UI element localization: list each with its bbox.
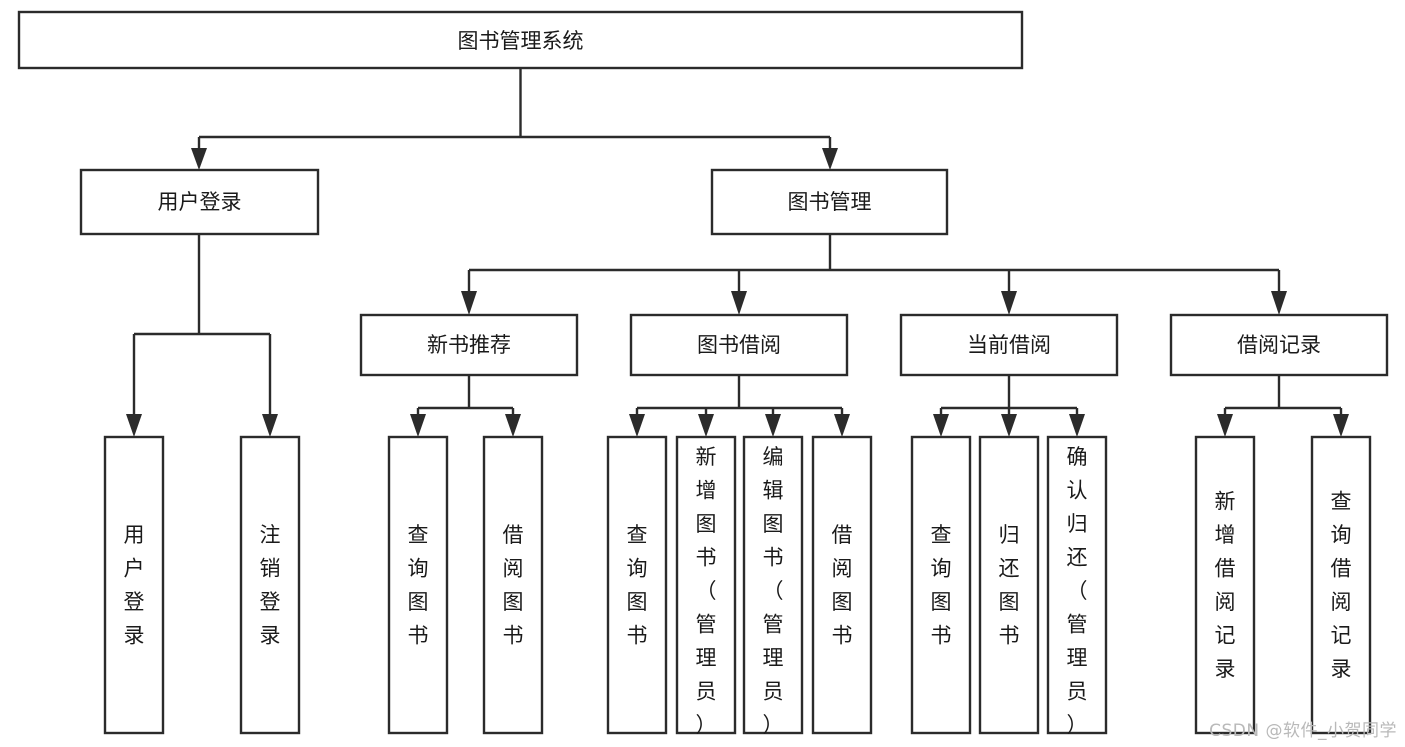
leaf-book-borrow-1[interactable]: 查询图书 bbox=[606, 435, 668, 735]
leaf-new-book-2-label: 借阅图书 bbox=[503, 523, 524, 648]
leaf-user-login-2-box[interactable] bbox=[239, 435, 301, 735]
leaf-current-borrow-2[interactable]: 归还图书 bbox=[978, 435, 1040, 735]
leaf-user-login-1-label: 用户登录 bbox=[124, 523, 145, 648]
connector-layer bbox=[126, 68, 1349, 437]
leaf-current-borrow-3[interactable]: 确认归还（管理员） bbox=[1046, 435, 1108, 737]
leaf-current-borrow-1-box[interactable] bbox=[910, 435, 972, 735]
node-borrow-record-box[interactable] bbox=[1169, 313, 1389, 377]
leaf-user-login-2-label: 注销登录 bbox=[260, 523, 281, 648]
node-borrow-record[interactable]: 借阅记录 bbox=[1169, 313, 1389, 377]
node-book-borrow[interactable]: 图书借阅 bbox=[629, 313, 849, 377]
node-book-manage-label: 图书管理 bbox=[788, 190, 872, 214]
leaf-user-login-1-box[interactable] bbox=[103, 435, 165, 735]
leaf-book-borrow-3-box[interactable] bbox=[742, 435, 804, 735]
arrow-to-user-login-leaf bbox=[126, 414, 142, 437]
csdn-watermark: CSDN @软件_小贺同学 bbox=[1209, 721, 1397, 741]
leaf-new-book-2[interactable]: 借阅图书 bbox=[482, 435, 544, 735]
arrow-to-book-borrow bbox=[731, 291, 747, 315]
arrow-bookborrow-leaf-1 bbox=[629, 414, 645, 437]
node-current-borrow-label: 当前借阅 bbox=[967, 333, 1051, 357]
node-book-borrow-box[interactable] bbox=[629, 313, 849, 377]
node-new-book-recommend[interactable]: 新书推荐 bbox=[359, 313, 579, 377]
leaf-book-borrow-2[interactable]: 新增图书（管理员） bbox=[675, 435, 737, 737]
leaf-borrow-record-2-box[interactable] bbox=[1310, 435, 1372, 735]
node-current-borrow-box[interactable] bbox=[899, 313, 1119, 377]
leaf-current-borrow-2-label: 归还图书 bbox=[999, 523, 1020, 648]
leaf-borrow-record-1-box[interactable] bbox=[1194, 435, 1256, 735]
node-user-login-label: 用户登录 bbox=[158, 190, 242, 214]
arrow-currentborrow-leaf-2 bbox=[1001, 414, 1017, 437]
leaf-new-book-2-box[interactable] bbox=[482, 435, 544, 735]
arrow-currentborrow-leaf-3 bbox=[1069, 414, 1085, 437]
arrow-newbook-leaf-1 bbox=[410, 414, 426, 437]
node-root[interactable]: 图书管理系统 bbox=[17, 10, 1024, 70]
leaf-book-borrow-1-box[interactable] bbox=[606, 435, 668, 735]
leaf-borrow-record-1-label: 新增借阅记录 bbox=[1215, 489, 1236, 681]
leaf-user-login-1[interactable]: 用户登录 bbox=[103, 435, 165, 735]
leaf-user-login-2[interactable]: 注销登录 bbox=[239, 435, 301, 735]
arrow-newbook-leaf-2 bbox=[505, 414, 521, 437]
leaf-new-book-1[interactable]: 查询图书 bbox=[387, 435, 449, 735]
leaf-current-borrow-2-box[interactable] bbox=[978, 435, 1040, 735]
leaf-borrow-record-2-label: 查询借阅记录 bbox=[1331, 489, 1352, 681]
node-root-box[interactable] bbox=[17, 10, 1024, 70]
leaf-book-borrow-3-label: 编辑图书（管理员） bbox=[763, 445, 784, 737]
leaf-current-borrow-1[interactable]: 查询图书 bbox=[910, 435, 972, 735]
node-current-borrow[interactable]: 当前借阅 bbox=[899, 313, 1119, 377]
leaf-borrow-record-2[interactable]: 查询借阅记录 bbox=[1310, 435, 1372, 735]
arrow-to-new-book-recommend bbox=[461, 291, 477, 315]
arrow-bookborrow-leaf-4 bbox=[834, 414, 850, 437]
arrow-borrowrecord-leaf-1 bbox=[1217, 414, 1233, 437]
node-book-manage-box[interactable] bbox=[710, 168, 949, 236]
arrow-bookborrow-leaf-3 bbox=[765, 414, 781, 437]
leaf-book-borrow-3[interactable]: 编辑图书（管理员） bbox=[742, 435, 804, 737]
node-new-book-recommend-box[interactable] bbox=[359, 313, 579, 377]
node-root-label: 图书管理系统 bbox=[458, 29, 584, 53]
node-user-login[interactable]: 用户登录 bbox=[79, 168, 320, 236]
node-new-book-recommend-label: 新书推荐 bbox=[427, 333, 511, 357]
arrow-bookborrow-leaf-2 bbox=[698, 414, 714, 437]
node-user-login-box[interactable] bbox=[79, 168, 320, 236]
arrow-to-logout-leaf bbox=[262, 414, 278, 437]
leaf-current-borrow-3-label: 确认归还（管理员） bbox=[1067, 445, 1088, 737]
leaf-current-borrow-1-label: 查询图书 bbox=[931, 523, 952, 648]
node-book-borrow-label: 图书借阅 bbox=[697, 333, 781, 357]
arrow-to-borrow-record bbox=[1271, 291, 1287, 315]
node-borrow-record-label: 借阅记录 bbox=[1237, 333, 1321, 357]
arrow-currentborrow-leaf-1 bbox=[933, 414, 949, 437]
arrow-to-book-manage bbox=[822, 148, 838, 170]
arrow-to-current-borrow bbox=[1001, 291, 1017, 315]
leaf-new-book-1-box[interactable] bbox=[387, 435, 449, 735]
arrow-borrowrecord-leaf-2 bbox=[1333, 414, 1349, 437]
leaf-book-borrow-1-label: 查询图书 bbox=[627, 523, 648, 648]
leaf-book-borrow-2-label: 新增图书（管理员） bbox=[696, 445, 717, 737]
leaf-current-borrow-3-box[interactable] bbox=[1046, 435, 1108, 735]
leaf-book-borrow-2-box[interactable] bbox=[675, 435, 737, 735]
arrow-to-user-login bbox=[191, 148, 207, 170]
leaf-new-book-1-label: 查询图书 bbox=[408, 523, 429, 648]
node-book-manage[interactable]: 图书管理 bbox=[710, 168, 949, 236]
leaf-book-borrow-4-box[interactable] bbox=[811, 435, 873, 735]
leaf-book-borrow-4[interactable]: 借阅图书 bbox=[811, 435, 873, 735]
leaf-book-borrow-4-label: 借阅图书 bbox=[832, 523, 853, 648]
leaf-borrow-record-1[interactable]: 新增借阅记录 bbox=[1194, 435, 1256, 735]
